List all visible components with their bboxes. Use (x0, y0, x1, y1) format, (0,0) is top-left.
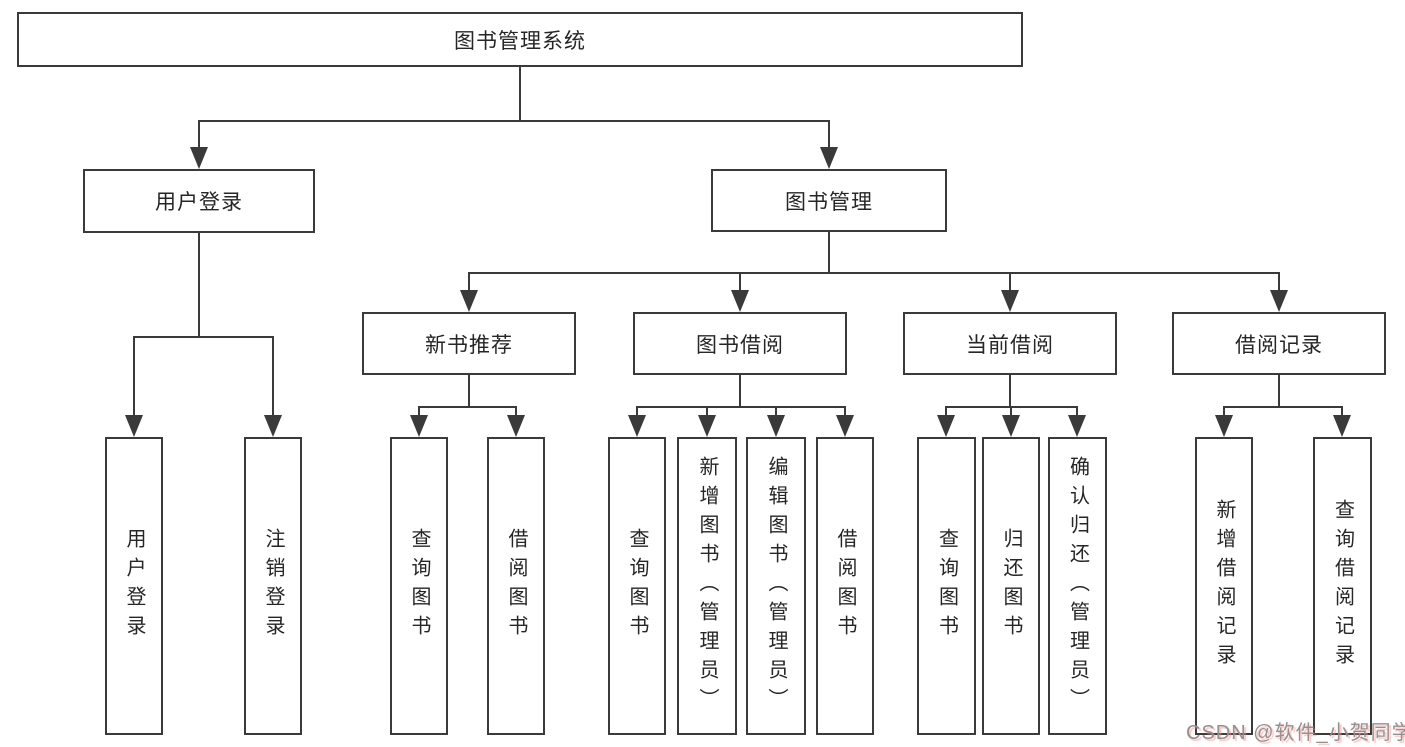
connector-line (133, 336, 274, 338)
node-book-borrow: 图书借阅 (633, 312, 847, 375)
node-new-book-recommend-label: 新书推荐 (425, 333, 513, 357)
leaf-return-books: 归还图书 (982, 437, 1040, 735)
connector-line (844, 406, 846, 418)
leaf-query-books-borrow: 查询图书 (608, 437, 666, 735)
arrow-head (507, 415, 525, 437)
arrow-head (1270, 290, 1288, 312)
connector-line (468, 272, 1280, 274)
leaf-borrow-books-recommend-label: 借阅图书 (505, 528, 527, 644)
leaf-query-books-current-label: 查询图书 (935, 528, 958, 644)
connector-line (1009, 375, 1011, 408)
node-book-management: 图书管理 (711, 169, 947, 232)
leaf-logout: 注销登录 (244, 437, 302, 735)
arrow-head (820, 147, 838, 169)
node-root-label: 图书管理系统 (454, 29, 586, 53)
connector-line (1010, 406, 1012, 418)
leaf-query-books-recommend: 查询图书 (390, 437, 448, 735)
connector-line (418, 406, 420, 418)
connector-line (706, 406, 708, 418)
arrow-head (264, 415, 282, 437)
leaf-query-borrow-record: 查询借阅记录 (1313, 437, 1372, 735)
connector-line (468, 375, 470, 408)
node-book-borrow-label: 图书借阅 (696, 333, 784, 357)
leaf-edit-books-admin: 编辑图书（管理员） (746, 437, 806, 735)
node-user-login-group-label: 用户登录 (155, 191, 243, 214)
connector-line (418, 406, 517, 408)
node-root: 图书管理系统 (17, 12, 1023, 67)
leaf-borrow-books: 借阅图书 (816, 437, 874, 735)
connector-line (519, 67, 521, 122)
leaf-add-borrow-record-label: 新增借阅记录 (1213, 499, 1235, 673)
leaf-add-borrow-record: 新增借阅记录 (1195, 437, 1253, 735)
connector-line (1278, 272, 1280, 294)
node-new-book-recommend: 新书推荐 (362, 312, 576, 375)
arrow-head (1001, 290, 1019, 312)
connector-line (198, 120, 200, 150)
connector-line (636, 406, 846, 408)
leaf-add-books-admin-label: 新增图书（管理员） (696, 455, 718, 717)
connector-line (272, 336, 274, 418)
leaf-user-login: 用户登录 (105, 437, 163, 735)
node-borrow-records-label: 借阅记录 (1235, 333, 1323, 357)
node-borrow-records: 借阅记录 (1172, 312, 1386, 375)
connector-line (468, 272, 470, 294)
connector-line (775, 406, 777, 418)
connector-line (739, 375, 741, 408)
leaf-query-books-recommend-label: 查询图书 (408, 528, 430, 644)
connector-line (1341, 406, 1343, 418)
arrow-head (698, 415, 716, 437)
connector-line (198, 233, 200, 338)
arrow-head (460, 290, 478, 312)
connector-line (636, 406, 638, 418)
connector-line (828, 120, 830, 150)
arrow-head (731, 290, 749, 312)
connector-line (828, 232, 830, 274)
connector-line (1223, 406, 1343, 408)
leaf-confirm-return-admin-label: 确认归还（管理员） (1066, 455, 1089, 717)
connector-line (1009, 272, 1011, 294)
arrow-head (937, 415, 955, 437)
node-current-borrow: 当前借阅 (903, 312, 1117, 375)
leaf-borrow-books-recommend: 借阅图书 (487, 437, 545, 735)
arrow-head (190, 147, 208, 169)
leaf-confirm-return-admin: 确认归还（管理员） (1048, 437, 1107, 735)
arrow-head (410, 415, 428, 437)
arrow-head (1333, 415, 1351, 437)
node-current-borrow-label: 当前借阅 (966, 333, 1054, 357)
leaf-user-login-label: 用户登录 (123, 528, 145, 644)
node-book-management-label: 图书管理 (785, 190, 873, 214)
connector-line (1278, 375, 1280, 408)
arrow-head (1002, 415, 1020, 437)
arrow-head (836, 415, 854, 437)
connector-line (133, 336, 135, 418)
leaf-query-borrow-record-label: 查询借阅记录 (1331, 499, 1354, 673)
leaf-add-books-admin: 新增图书（管理员） (677, 437, 737, 735)
connector-line (1076, 406, 1078, 418)
csdn-watermark: CSDN @软件_小贺同学 (1186, 722, 1405, 744)
leaf-borrow-books-label: 借阅图书 (834, 528, 856, 644)
leaf-query-books-current: 查询图书 (917, 437, 976, 735)
node-user-login-group: 用户登录 (83, 169, 315, 233)
arrow-head (1215, 415, 1233, 437)
connector-line (945, 406, 947, 418)
leaf-logout-label: 注销登录 (262, 528, 284, 644)
arrow-head (125, 415, 143, 437)
connector-line (739, 272, 741, 294)
leaf-return-books-label: 归还图书 (1000, 528, 1022, 644)
leaf-query-books-borrow-label: 查询图书 (626, 528, 648, 644)
leaf-edit-books-admin-label: 编辑图书（管理员） (765, 455, 787, 717)
connector-line (1223, 406, 1225, 418)
arrow-head (1068, 415, 1086, 437)
connector-line (515, 406, 517, 418)
connector-line (198, 120, 830, 122)
arrow-head (628, 415, 646, 437)
arrow-head (767, 415, 785, 437)
